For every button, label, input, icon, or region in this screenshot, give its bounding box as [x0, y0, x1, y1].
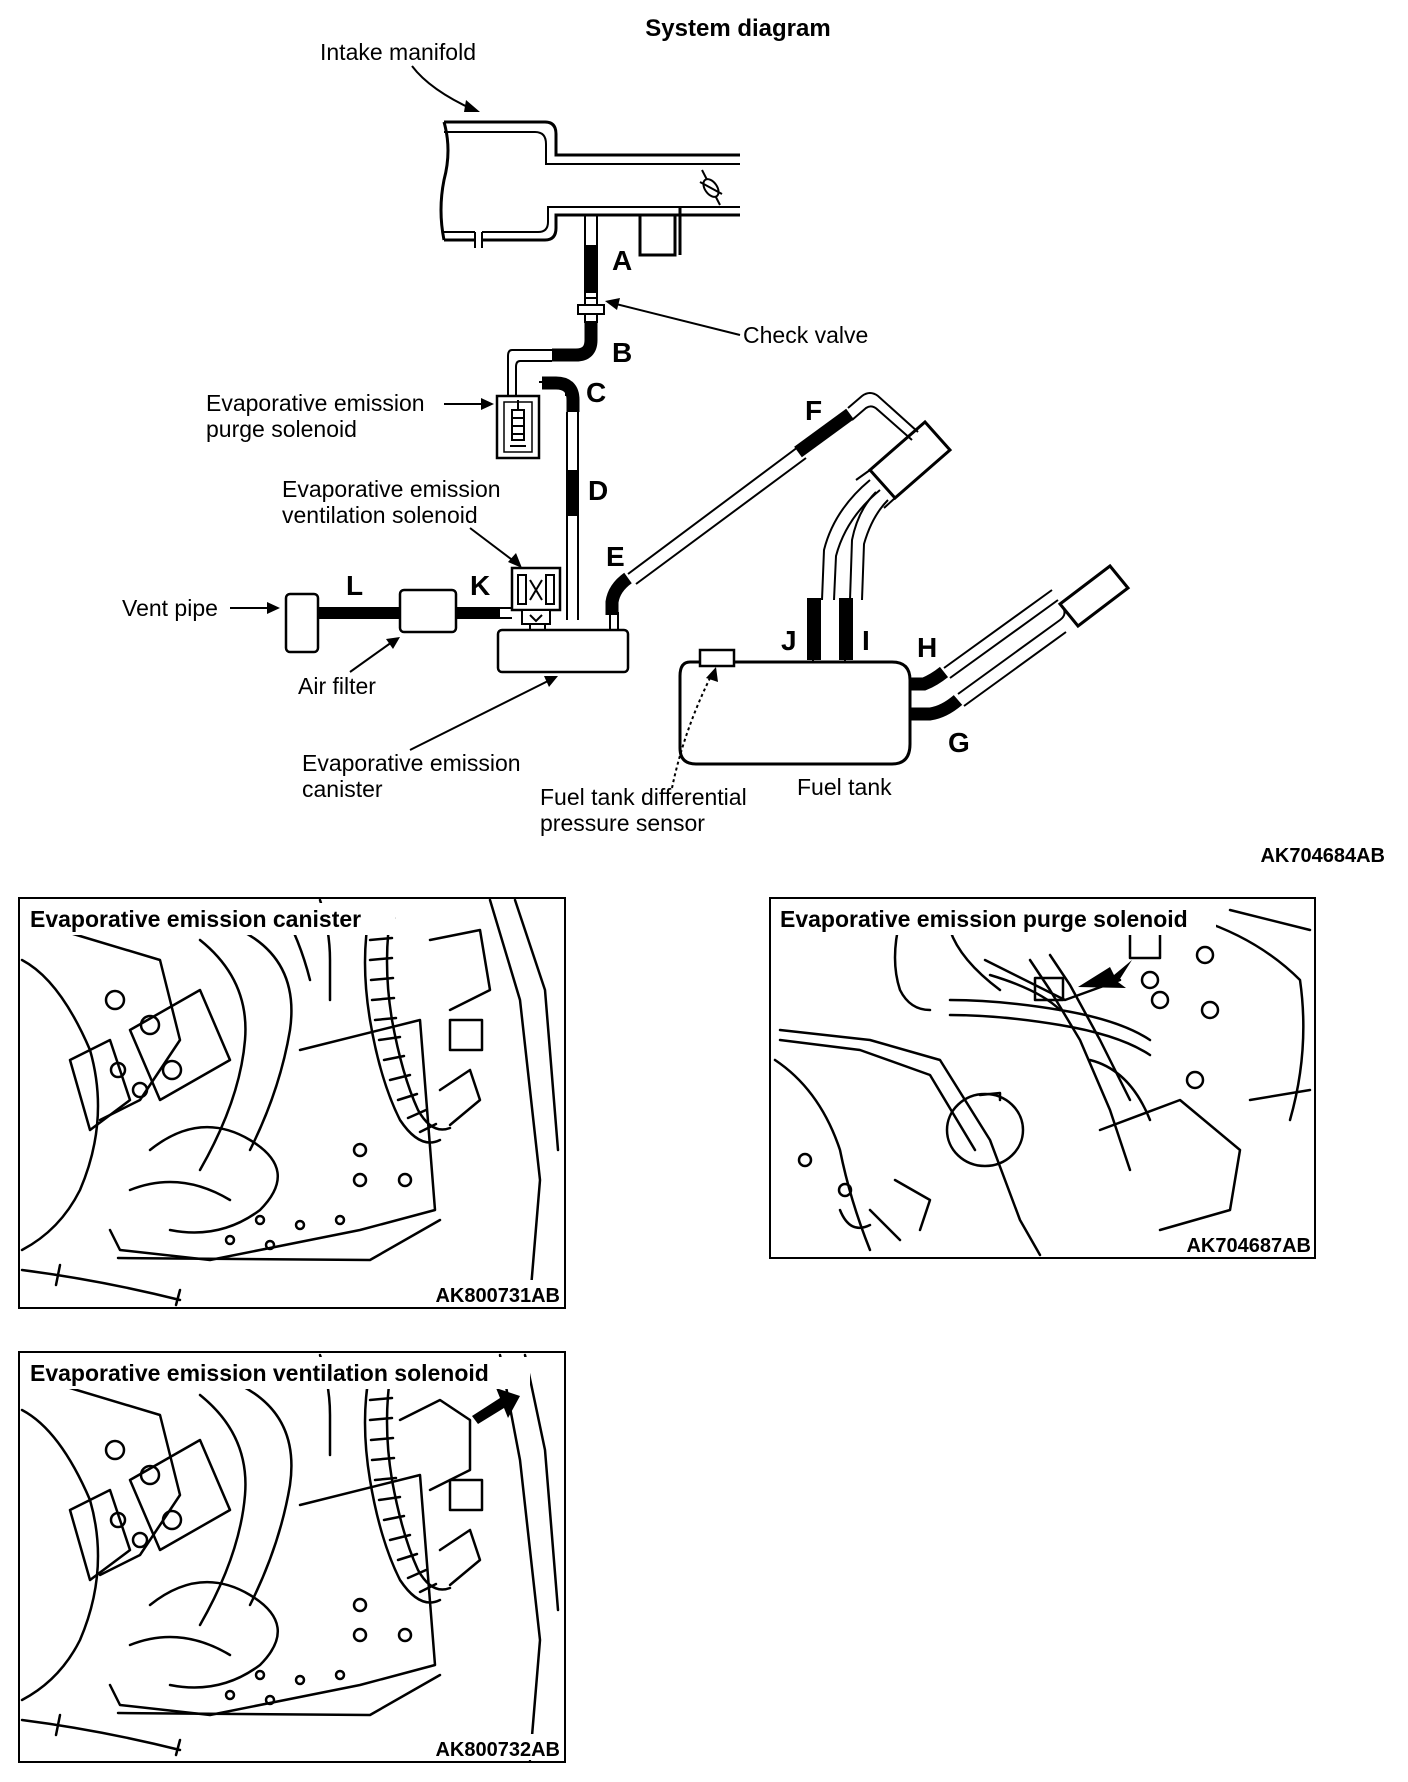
check-valve	[577, 297, 605, 323]
hose-f	[794, 408, 854, 458]
photo-canister-code: AK800731AB	[435, 1285, 560, 1307]
vent-pipe	[284, 592, 320, 654]
label-pressure-sensor-2: pressure sensor	[540, 810, 705, 836]
hose-label-k: K	[470, 570, 490, 601]
photo-ventilation-title: Evaporative emission ventilation solenoi…	[30, 1360, 489, 1386]
air-filter	[398, 588, 458, 634]
hose-label-b: B	[612, 337, 632, 368]
label-vent-solenoid-2: ventilation solenoid	[282, 502, 478, 528]
photo-ventilation-code: AK800732AB	[435, 1739, 560, 1761]
label-canister-1: Evaporative emission	[302, 750, 521, 776]
hose-label-a: A	[612, 245, 632, 276]
label-pressure-sensor-1: Fuel tank differential	[540, 784, 747, 810]
hose-l	[318, 607, 400, 619]
photo-canister: Evaporative emission canister AK800731AB	[18, 897, 566, 1309]
hose-g	[910, 694, 963, 721]
label-check-valve: Check valve	[743, 322, 868, 348]
fuel-tank-differential-pressure-sensor	[698, 648, 736, 668]
label-intake-manifold: Intake manifold	[320, 39, 476, 65]
evaporative-emission-canister	[496, 628, 630, 674]
photo-purge-title: Evaporative emission purge solenoid	[780, 906, 1188, 932]
photo-ventilation-solenoid: Evaporative emission ventilation solenoi…	[18, 1351, 566, 1763]
ventilation-solenoid	[510, 566, 562, 625]
intake-manifold	[439, 120, 740, 257]
hose-label-e: E	[606, 541, 625, 572]
label-air-filter: Air filter	[298, 673, 376, 699]
hose-label-l: L	[346, 570, 363, 601]
hose-c	[542, 376, 580, 412]
hose-label-i: I	[862, 625, 870, 656]
hose-e	[605, 572, 632, 615]
hose-k	[456, 607, 500, 619]
arrow-icon	[472, 1388, 520, 1424]
hose-label-j: J	[781, 625, 797, 656]
hose-label-f: F	[805, 395, 822, 426]
photo-purge-code: AK704687AB	[1186, 1235, 1311, 1257]
label-vent-pipe: Vent pipe	[122, 595, 218, 621]
hose-label-g: G	[948, 727, 970, 758]
hose-a	[584, 215, 598, 298]
fuel-tank	[678, 660, 912, 766]
hose-label-h: H	[917, 632, 937, 663]
label-purge-solenoid-1: Evaporative emission	[206, 390, 425, 416]
purge-solenoid	[495, 349, 567, 460]
label-vent-solenoid-1: Evaporative emission	[282, 476, 501, 502]
fuel-filler-block	[807, 419, 953, 660]
hose-b	[552, 322, 598, 362]
label-canister-2: canister	[302, 776, 383, 802]
diagram-title: System diagram	[645, 15, 830, 42]
hose-label-c: C	[586, 377, 606, 408]
arrow-icon	[1078, 960, 1132, 988]
hose-h	[910, 666, 949, 691]
label-purge-solenoid-2: purge solenoid	[206, 416, 357, 442]
photo-canister-title: Evaporative emission canister	[30, 906, 361, 932]
hose-label-d: D	[588, 475, 608, 506]
hose-d	[566, 412, 579, 620]
label-fuel-tank: Fuel tank	[797, 774, 892, 800]
diagram-figure-code: AK704684AB	[1260, 845, 1385, 867]
photo-purge-solenoid: Evaporative emission purge solenoid AK70…	[769, 897, 1316, 1259]
